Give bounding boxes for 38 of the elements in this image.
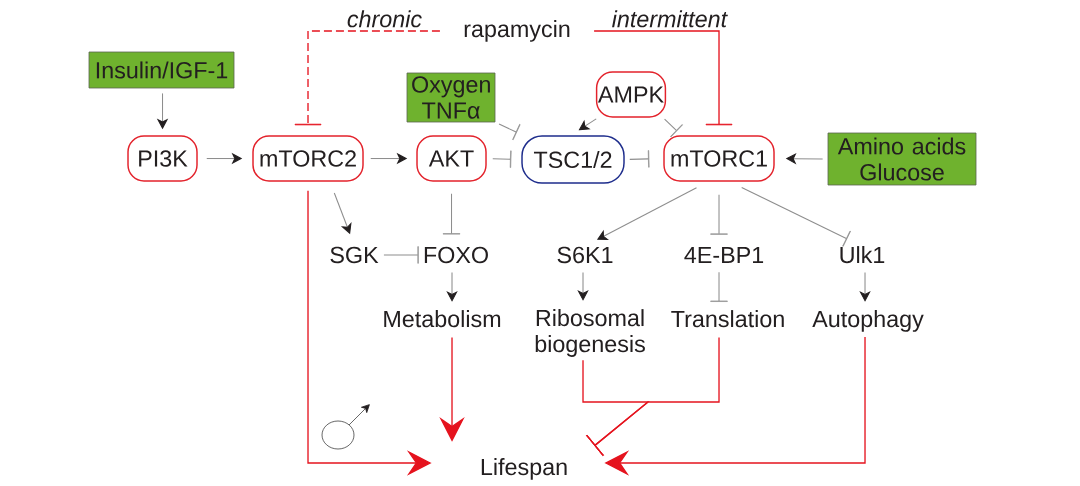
arrow bbox=[446, 271, 458, 302]
inhibition-line bbox=[498, 123, 521, 141]
node-label: 4E-BP1 bbox=[684, 246, 764, 263]
signal-box: Oxygen TNFα bbox=[406, 72, 496, 123]
edge-label: chronic bbox=[344, 8, 425, 30]
inhibition-line bbox=[710, 194, 728, 235]
node-label: Metabolism bbox=[384, 310, 501, 328]
node-label: Ulk1 bbox=[840, 246, 885, 264]
signal-box: Amino acids Glucose bbox=[827, 132, 977, 186]
inhibition-line bbox=[664, 118, 683, 138]
node-label: FOXO bbox=[424, 246, 488, 264]
node-label: S6K1 bbox=[557, 246, 613, 264]
protein-box: mTORC2 bbox=[252, 135, 364, 182]
inhibition-line bbox=[593, 30, 733, 126]
arrow bbox=[577, 271, 589, 301]
node-label: Ribosomal biogenesis bbox=[535, 309, 645, 357]
inhibition-line bbox=[741, 186, 851, 247]
inhibition-line bbox=[442, 193, 461, 235]
edge-label: intermittent bbox=[609, 8, 730, 30]
inhibition-line bbox=[294, 30, 441, 126]
inhibition-line bbox=[710, 271, 728, 302]
protein-box: AMPK bbox=[595, 71, 667, 118]
node-label: Translation bbox=[671, 310, 784, 328]
inhibition-line bbox=[629, 150, 650, 168]
node-label: Autophagy bbox=[812, 310, 924, 332]
signal-box: Insulin/IGF-1 bbox=[88, 51, 235, 89]
node-label: rapamycin bbox=[464, 20, 570, 42]
protein-box: mTORC1 bbox=[663, 135, 775, 182]
protein-box: TSC1/2 bbox=[521, 135, 625, 184]
protein-box: PI3K bbox=[127, 135, 198, 182]
node-label: SGK bbox=[330, 246, 379, 264]
inhibition-line bbox=[586, 336, 720, 456]
protein-box: AKT bbox=[416, 135, 487, 182]
arrow bbox=[859, 271, 871, 302]
node-label: Lifespan bbox=[481, 458, 567, 480]
arrow bbox=[578, 118, 597, 131]
inhibition-line bbox=[492, 150, 512, 168]
inhibition-line bbox=[383, 246, 419, 264]
